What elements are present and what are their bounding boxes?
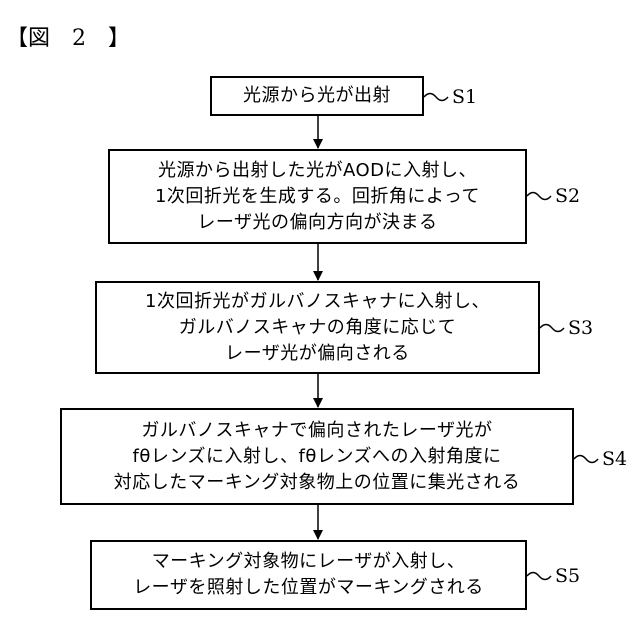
step-s3-line-3: レーザ光が偏向される — [225, 341, 410, 367]
step-s4-line-3: 対応したマーキング対象物上の位置に集光される — [114, 470, 520, 496]
leader-s1 — [424, 94, 448, 101]
step-s5-line-2: レーザを照射した位置がマーキングされる — [133, 575, 484, 601]
leader-s4 — [574, 456, 598, 463]
step-s3-line-1: 1次回折光がガルバノスキャナに入射し、 — [145, 289, 490, 315]
step-box-s2: 光源から出射した光がAODに入射し、 1次回折光を生成する。回折角によって レー… — [108, 149, 527, 244]
step-s4-line-2: fθレンズに入射し、fθレンズへの入射角度に — [133, 444, 502, 470]
leader-s3 — [540, 325, 564, 332]
step-box-s4: ガルバノスキャナで偏向されたレーザ光が fθレンズに入射し、fθレンズへの入射角… — [60, 408, 574, 505]
step-s2-line-2: 1次回折光を生成する。回折角によって — [155, 184, 480, 210]
step-box-s5: マーキング対象物にレーザが入射し、 レーザを照射した位置がマーキングされる — [90, 540, 527, 610]
step-s1-line-1: 光源から光が出射 — [243, 83, 391, 109]
leader-s2 — [527, 193, 551, 200]
step-label-s3: S3 — [568, 319, 593, 338]
leader-s5 — [527, 573, 551, 580]
step-box-s1: 光源から光が出射 — [210, 76, 424, 116]
step-s4-line-1: ガルバノスキャナで偏向されたレーザ光が — [141, 418, 492, 444]
step-s3-line-2: ガルバノスキャナの角度に応じて — [179, 315, 457, 341]
step-s2-line-1: 光源から出射した光がAODに入射し、 — [158, 158, 477, 184]
step-box-s3: 1次回折光がガルバノスキャナに入射し、 ガルバノスキャナの角度に応じて レーザ光… — [95, 281, 540, 374]
step-label-s4: S4 — [602, 450, 627, 469]
step-label-s2: S2 — [555, 187, 580, 206]
step-label-s5: S5 — [555, 567, 580, 586]
step-s2-line-3: レーザ光の偏向方向が決まる — [197, 210, 437, 236]
step-s5-line-1: マーキング対象物にレーザが入射し、 — [152, 549, 466, 575]
step-label-s1: S1 — [452, 88, 477, 107]
